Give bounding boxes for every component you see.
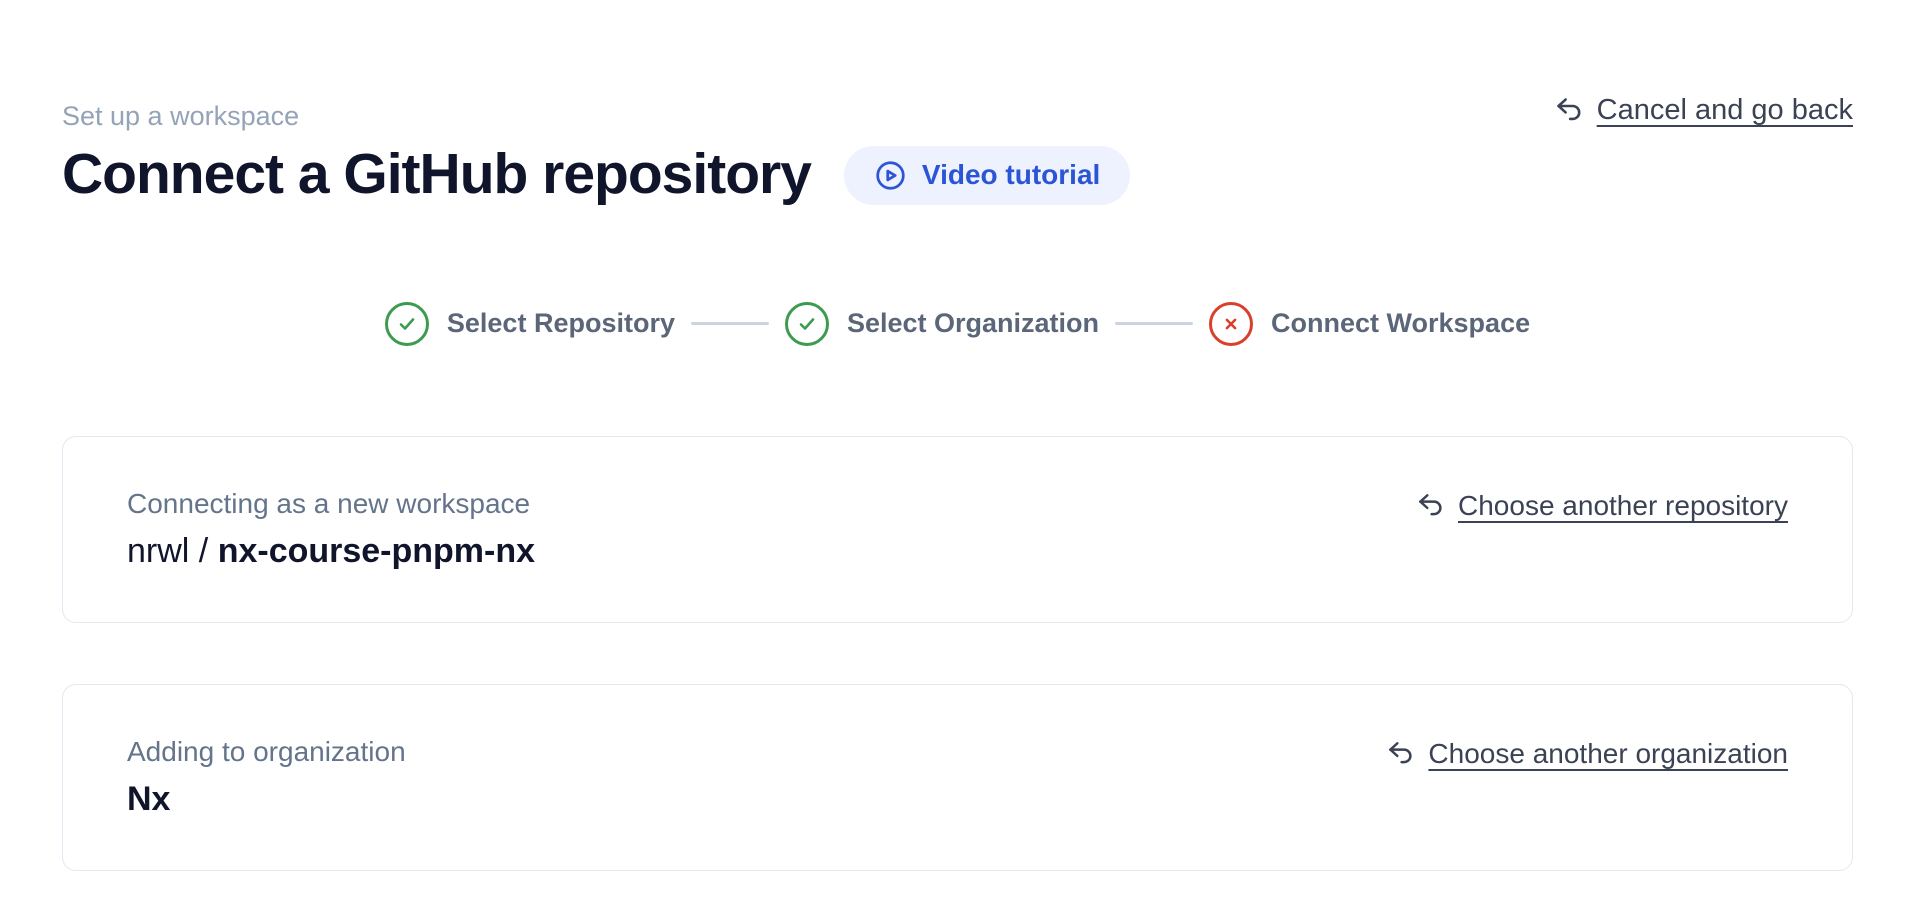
undo-arrow-icon — [1554, 95, 1585, 126]
undo-arrow-icon — [1416, 491, 1446, 521]
choose-another-organization-label: Choose another organization — [1428, 738, 1788, 770]
repository-name: nx-course-pnpm-nx — [217, 531, 536, 570]
header-left: Set up a workspace Connect a GitHub repo… — [62, 100, 1131, 208]
step-complete-check-icon — [384, 301, 429, 346]
repository-card: Connecting as a new workspace nrwl / nx-… — [62, 435, 1853, 624]
play-circle-icon — [874, 159, 907, 192]
choose-another-organization-link[interactable]: Choose another organization — [1386, 738, 1788, 770]
step-connect-workspace: Connect Workspace — [1209, 301, 1531, 346]
eyebrow-label: Set up a workspace — [62, 101, 300, 131]
undo-arrow-icon — [1386, 739, 1416, 769]
organization-card: Adding to organization Nx Choose another… — [62, 684, 1853, 872]
page-header: Set up a workspace Connect a GitHub repo… — [62, 94, 1853, 208]
title-row: Connect a GitHub repository Video tutori… — [62, 142, 1131, 208]
organization-card-label: Adding to organization — [127, 736, 406, 768]
organization-card-info: Adding to organization Nx — [127, 735, 406, 820]
stepper-connector — [1115, 322, 1194, 326]
video-tutorial-label: Video tutorial — [921, 159, 1101, 191]
organization-name: Nx — [127, 779, 171, 818]
repository-card-info: Connecting as a new workspace nrwl / nx-… — [127, 487, 535, 572]
step-select-organization: Select Organization — [784, 301, 1100, 346]
step-select-repository: Select Repository — [384, 301, 675, 346]
step-complete-check-icon — [784, 301, 829, 346]
page-title: Connect a GitHub repository — [62, 142, 812, 207]
step-label: Select Repository — [446, 308, 675, 339]
setup-workspace-page: Set up a workspace Connect a GitHub repo… — [62, 94, 1853, 872]
repository-card-label: Connecting as a new workspace — [127, 487, 531, 519]
step-error-x-icon — [1209, 301, 1254, 346]
stepper: Select Repository Select Organization Co… — [62, 301, 1853, 346]
step-label: Connect Workspace — [1271, 308, 1531, 339]
repository-owner: nrwl / — [127, 531, 218, 570]
choose-another-repository-label: Choose another repository — [1458, 489, 1788, 521]
video-tutorial-button[interactable]: Video tutorial — [843, 145, 1131, 205]
cancel-and-go-back-link[interactable]: Cancel and go back — [1554, 94, 1853, 127]
repository-full-name: nrwl / nx-course-pnpm-nx — [127, 530, 535, 573]
choose-another-repository-link[interactable]: Choose another repository — [1416, 490, 1788, 522]
stepper-connector — [690, 322, 769, 326]
step-label: Select Organization — [846, 308, 1100, 339]
cancel-link-label: Cancel and go back — [1596, 94, 1853, 126]
